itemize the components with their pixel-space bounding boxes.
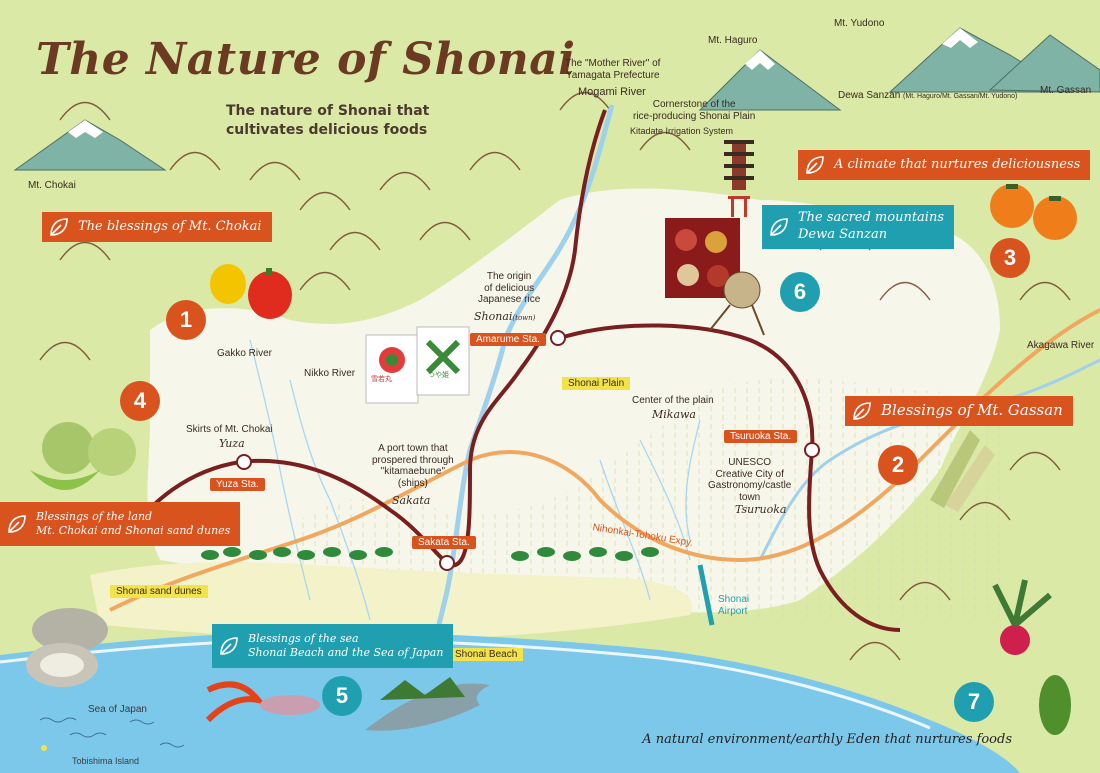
rice-bag-left-label: 雪若丸 — [371, 376, 392, 383]
pine-trees — [201, 547, 659, 561]
bamboo-shoot-icon — [930, 430, 995, 512]
banner-blessings-chokai: The blessings of Mt. Chokai — [42, 212, 272, 242]
leaf-icon — [853, 402, 871, 420]
tsuruoka-label: Tsuruoka — [735, 503, 787, 516]
leaf-icon — [8, 515, 26, 533]
leaf-icon — [50, 218, 68, 236]
mt-yudono-label: Mt. Yudono — [834, 18, 885, 29]
sea-of-japan-label: Sea of Japan — [88, 704, 147, 715]
wave-marks — [39, 717, 185, 748]
kitadate-irrigation-label: Kitadate Irrigation System — [630, 126, 734, 136]
edamame-icon — [1039, 675, 1071, 735]
sakata-caption: A port town that prospered through "kita… — [372, 443, 454, 489]
rice-bag-right-label: つや姫 — [428, 372, 449, 379]
marker-5: 5 — [322, 676, 362, 716]
sakata-label: Sakata — [392, 494, 431, 507]
mogami-river-label: Mogami River — [578, 86, 646, 98]
mt-chokai-label: Mt. Chokai — [28, 180, 76, 191]
shonai-airport-runway — [697, 564, 715, 626]
banner-blessings-gassan: Blessings of Mt. Gassan — [845, 396, 1073, 426]
station-circles — [236, 330, 820, 571]
akagawa-river-line — [758, 358, 1100, 561]
amarume-station-label: Amarume Sta. — [470, 333, 546, 346]
yuza-station-label: Yuza Sta. — [210, 478, 265, 491]
leaf-icon — [220, 637, 238, 655]
shonai-airport-label: Shonai Airport — [718, 594, 750, 617]
shonai-beach-tag: Shonai Beach — [449, 648, 524, 661]
tsuruoka-caption: UNESCO Creative City of Gastronomy/castl… — [708, 457, 792, 503]
tsuruoka-station-label: Tsuruoka Sta. — [724, 430, 798, 443]
mikawa-caption: Center of the plain — [632, 395, 714, 406]
nihonkai-tohoku-expressway-line — [109, 308, 1100, 612]
oyster-icon — [26, 608, 108, 687]
pagoda-icon — [724, 140, 754, 217]
yuza-caption: Skirts of Mt. Chokai — [186, 424, 273, 435]
small-rivers — [249, 339, 701, 621]
leaf-icon — [806, 156, 824, 174]
mt-gassan-label: Mt. Gassan — [1040, 85, 1092, 96]
shonai-sand-dunes-tag: Shonai sand dunes — [110, 585, 208, 598]
marker-3: 3 — [990, 238, 1030, 278]
persimmon-icon — [990, 184, 1077, 240]
bell-pepper-icon — [210, 264, 292, 319]
banner-sacred-mountains: The sacred mountains Dewa Sanzan — [762, 205, 955, 249]
page-title: The Nature of Shonai — [36, 34, 576, 85]
mogami-river-caption: The "Mother River" of Yamagata Prefectur… — [565, 58, 661, 81]
page-subtitle: The nature of Shonai that cultivates del… — [226, 103, 430, 138]
marker-2: 2 — [878, 445, 918, 485]
sakata-station-label: Sakata Sta. — [412, 536, 476, 549]
banner-blessings-land: Blessings of the land Mt. Chokai and Sho… — [0, 502, 241, 546]
dewa-sanzan-label: Dewa Sanzan (Mt. Haguro/Mt. Gassan/Mt. Y… — [838, 90, 1018, 101]
sand-dunes-area — [90, 562, 693, 640]
mt-gassan-shape — [888, 27, 1100, 93]
shrimp-squid-icon — [205, 681, 320, 723]
irrigation-caption: Cornerstone of the rice-producing Shonai… — [633, 99, 756, 122]
mikawa-label: Mikawa — [652, 408, 696, 421]
rice-origin-caption: The origin of delicious Japanese rice — [478, 271, 541, 305]
shonai-town-label: Shonai(town) — [474, 310, 536, 323]
akagawa-river-label: Akagawa River — [1027, 340, 1095, 351]
rice-bag-icon — [365, 326, 470, 404]
railway-line-east — [559, 323, 901, 632]
marker-6: 6 — [780, 272, 820, 312]
gakko-river-label: Gakko River — [217, 348, 273, 359]
mt-haguro-label: Mt. Haguro — [708, 35, 758, 46]
tobishima-island-label: Tobishima Island — [72, 756, 140, 766]
basket-icon — [709, 271, 765, 336]
footer-caption: A natural environment/earthly Eden that … — [642, 732, 1012, 747]
melon-icon — [30, 422, 136, 490]
marker-4: 4 — [120, 381, 160, 421]
radish-icon — [992, 579, 1052, 655]
marker-1: 1 — [166, 300, 206, 340]
shonai-plain-tag: Shonai Plain — [562, 377, 631, 390]
leaf-icon — [770, 218, 788, 236]
mt-haguro-shape — [698, 49, 842, 111]
tobishima-island-dot — [41, 745, 47, 751]
banner-climate: A climate that nurtures deliciousness — [798, 150, 1091, 180]
banner-blessings-sea: Blessings of the sea Shonai Beach and th… — [212, 624, 454, 668]
hill-outlines — [39, 92, 1071, 661]
mt-chokai-shape — [13, 119, 167, 171]
nikko-river-label: Nikko River — [304, 368, 356, 379]
yuza-label: Yuza — [219, 437, 245, 450]
marker-7: 7 — [954, 682, 994, 722]
salmon-icon — [365, 677, 490, 731]
